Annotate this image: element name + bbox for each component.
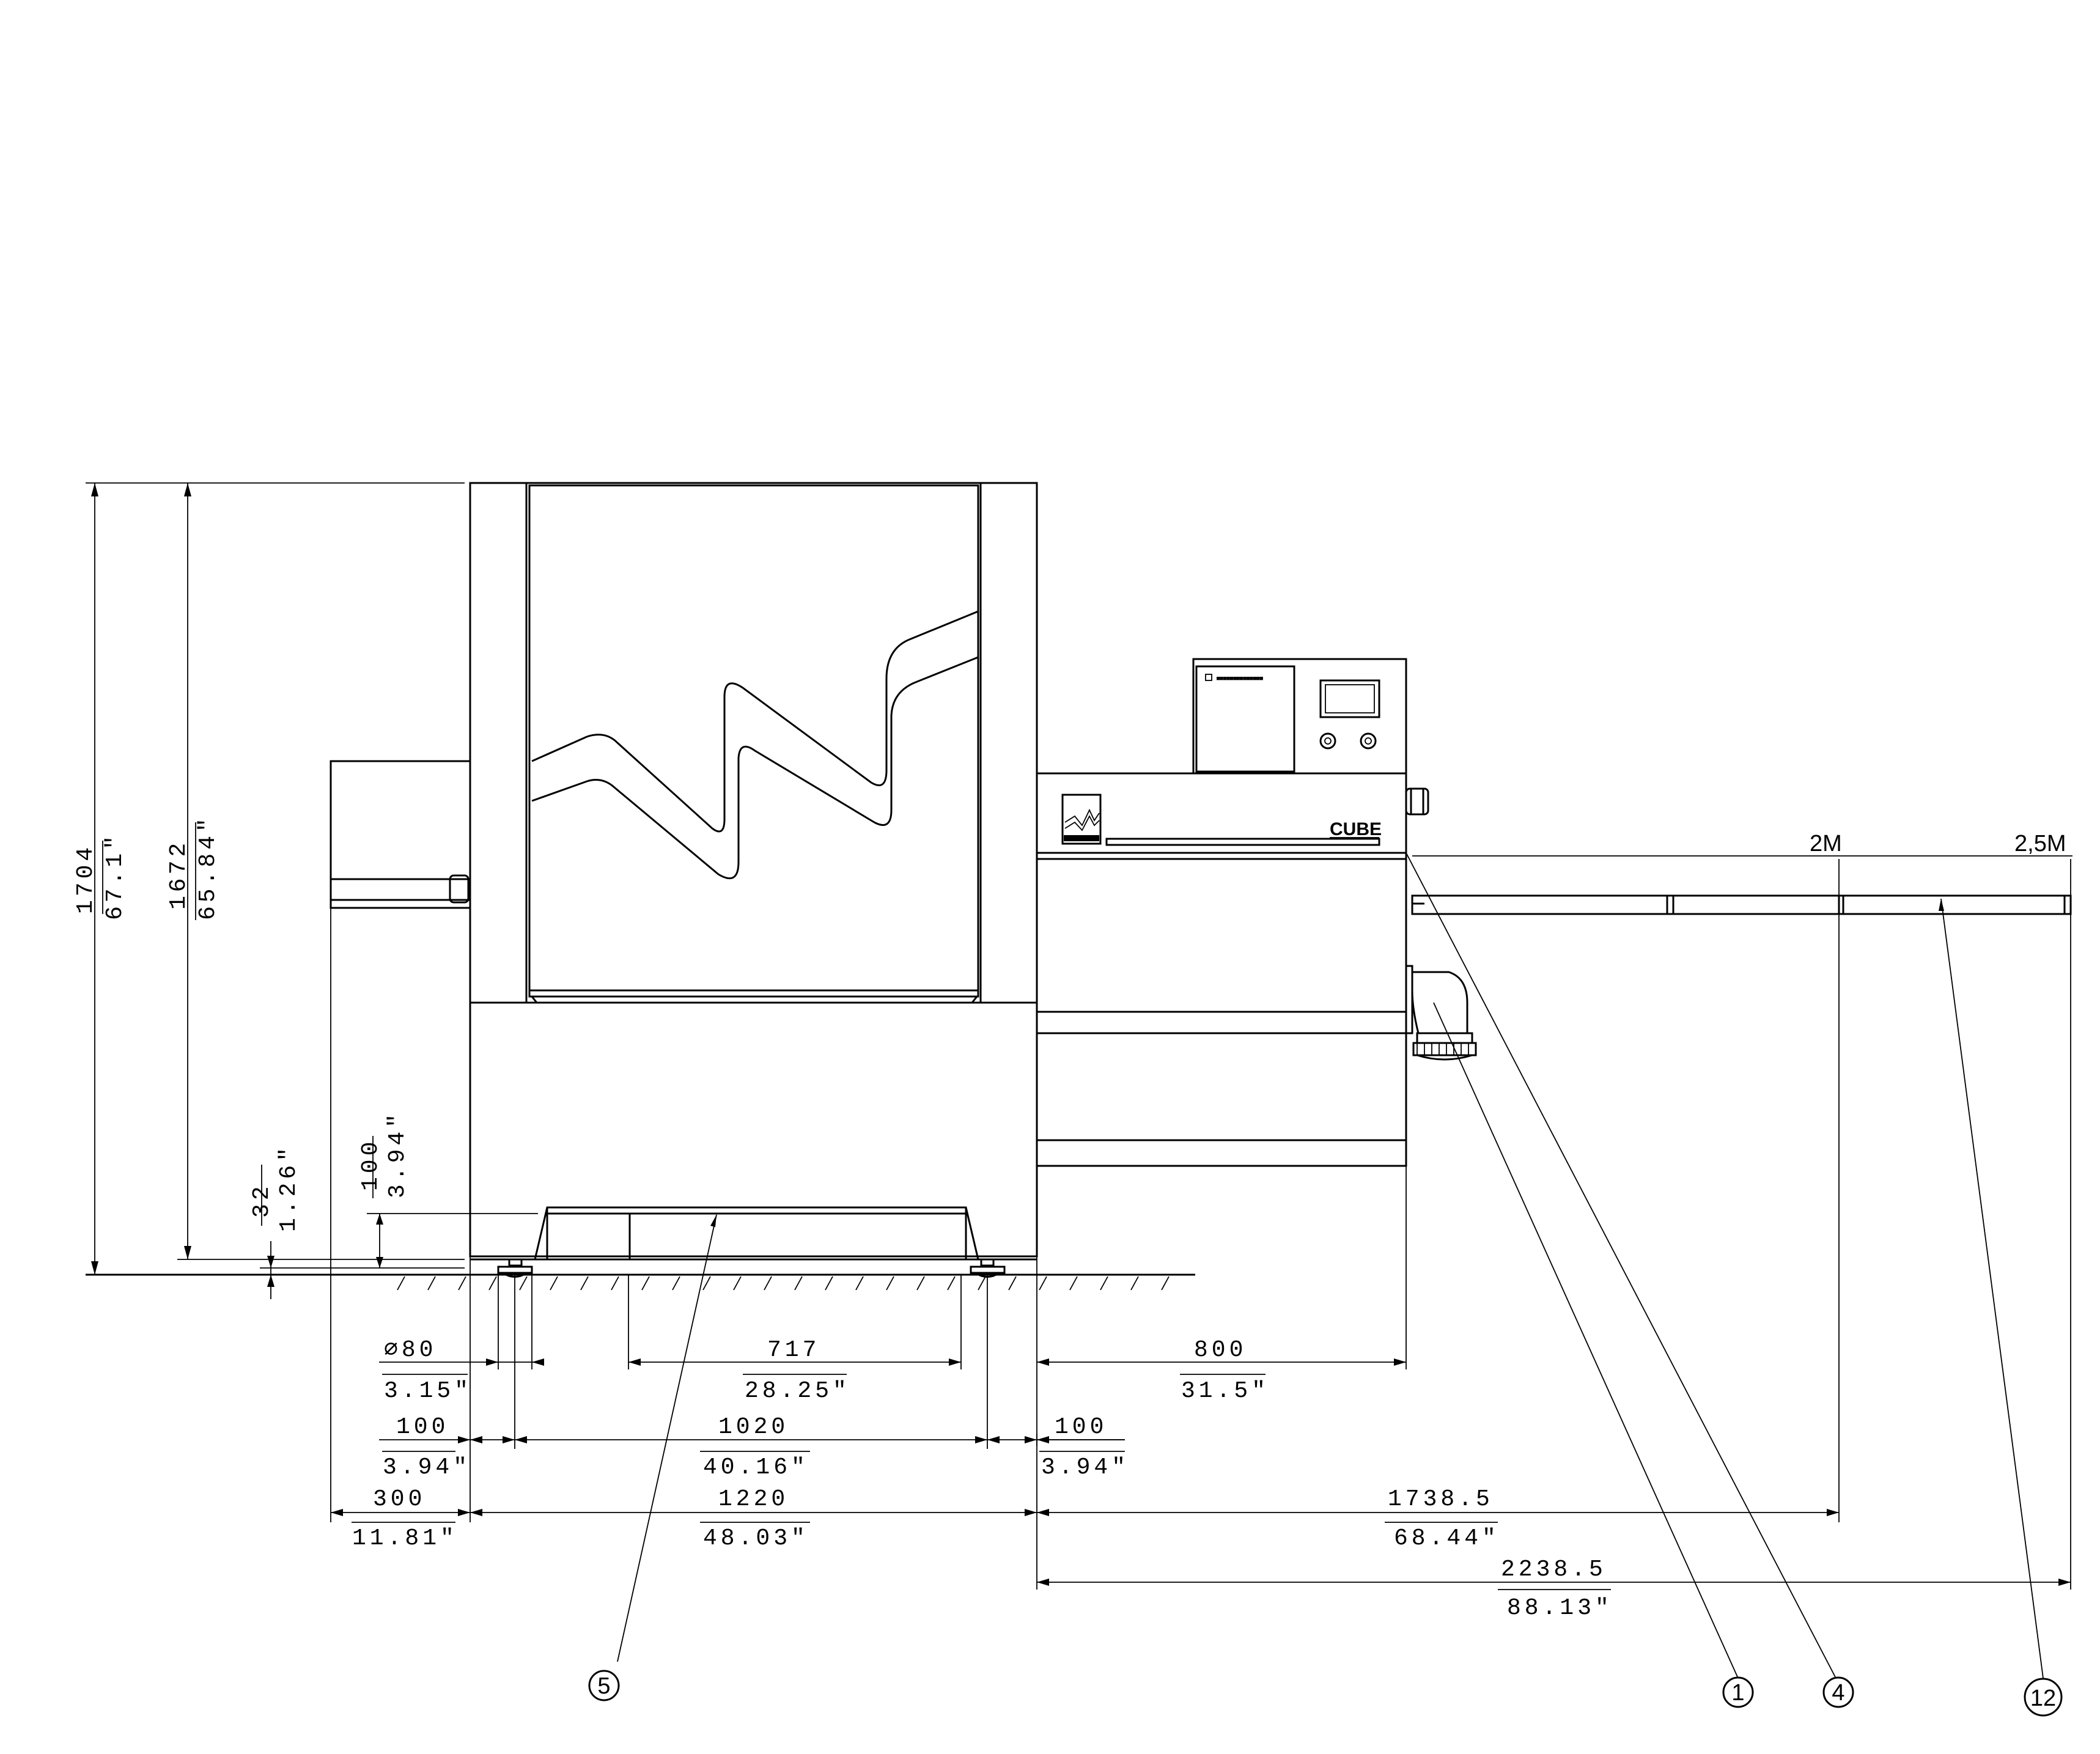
- hood-handle: [449, 874, 470, 904]
- control-screen: [1319, 679, 1380, 718]
- svg-text:5: 5: [597, 1673, 610, 1699]
- control-knob-left: [1319, 732, 1336, 750]
- dim-foot-diameter-in: 3.15": [384, 1378, 472, 1404]
- svg-text:12: 12: [2030, 1686, 2056, 1711]
- dim-feet-span-in: 40.16": [703, 1454, 809, 1481]
- dim-tank-width-in: 48.03": [703, 1525, 809, 1552]
- callout-5: 5: [588, 1670, 620, 1701]
- dim-to-2m-in: 68.44": [1394, 1525, 1500, 1552]
- dim-body-height-mm: 1672: [166, 839, 192, 910]
- extension-table-2m: [1411, 894, 1840, 915]
- dimension-lines: [86, 482, 2071, 1590]
- table-2m-label: 2M: [1810, 831, 1842, 857]
- machine-outline: CUBE ■■■■■■■■■■■■■■: [330, 482, 2072, 1278]
- drain-pump: [1405, 965, 1477, 1061]
- callouts: 5 1 4 12: [588, 852, 2063, 1717]
- table-2-5m-label: 2,5M: [2014, 831, 2066, 857]
- dim-clearance-mm: 100: [358, 1138, 384, 1191]
- dim-clearance-in: 3.94": [385, 1110, 411, 1198]
- dim-inner-width-mm: 717: [767, 1337, 820, 1363]
- dim-module-width-mm: 800: [1194, 1337, 1247, 1363]
- control-knob-right: [1360, 732, 1377, 750]
- floor-line: [86, 1273, 1195, 1291]
- dimension-texts: 1704 67.1" 1672 65.84" 32 1.26" 100 3.94…: [73, 814, 2066, 1621]
- callout-1: 1: [1722, 1676, 1754, 1708]
- side-handle: [1405, 787, 1429, 816]
- dim-foot-diameter-mm: ∅80: [384, 1337, 437, 1363]
- dim-to-2-5m-in: 88.13": [1507, 1595, 1613, 1621]
- dim-total-height-in: 67.1": [102, 832, 128, 920]
- callout-12: 12: [2024, 1678, 2063, 1717]
- dim-inner-width-in: 28.25": [745, 1378, 850, 1404]
- dim-left-offset-in: 3.94": [383, 1454, 471, 1481]
- control-panel-text: ■■■■■■■■■■■■■■: [1217, 676, 1263, 682]
- base-skirt: [534, 1206, 979, 1260]
- dim-total-height-mm: 1704: [73, 844, 99, 914]
- dim-hood-width-mm: 300: [373, 1486, 426, 1513]
- dim-feet-span-mm: 1020: [718, 1414, 789, 1440]
- dim-hood-width-in: 11.81": [352, 1525, 458, 1552]
- brand-label: CUBE: [1330, 819, 1382, 839]
- dim-left-offset-mm: 100: [396, 1414, 449, 1440]
- dim-tank-width-mm: 1220: [718, 1486, 789, 1513]
- dim-foot-height-mm: 32: [249, 1182, 275, 1218]
- dim-module-width-in: 31.5": [1181, 1378, 1269, 1404]
- dim-body-height-in: 65.84": [195, 814, 221, 920]
- brand-strip: [1105, 838, 1380, 846]
- dim-to-2-5m-mm: 2238.5: [1501, 1557, 1607, 1583]
- left-column: [469, 482, 528, 1004]
- extension-table-2-5m: [1839, 894, 2072, 915]
- tank-base: [469, 1001, 1038, 1258]
- dim-right-offset-in: 3.94": [1041, 1454, 1129, 1481]
- module-logo: [1061, 794, 1102, 845]
- svg-text:4: 4: [1832, 1680, 1844, 1706]
- callout-4: 4: [1822, 1676, 1854, 1708]
- svg-text:1: 1: [1731, 1680, 1744, 1706]
- right-column: [979, 482, 1038, 1004]
- tank-door: [528, 484, 979, 998]
- door-logo-stripe-lower: [531, 656, 979, 880]
- dim-foot-height-in: 1.26": [276, 1144, 302, 1232]
- dim-to-2m-mm: 1738.5: [1388, 1486, 1494, 1513]
- control-cabinet: [1192, 658, 1407, 775]
- control-panel-display: [1195, 665, 1295, 773]
- door-logo-stripe-upper: [531, 610, 979, 833]
- dim-right-offset-mm: 100: [1055, 1414, 1107, 1440]
